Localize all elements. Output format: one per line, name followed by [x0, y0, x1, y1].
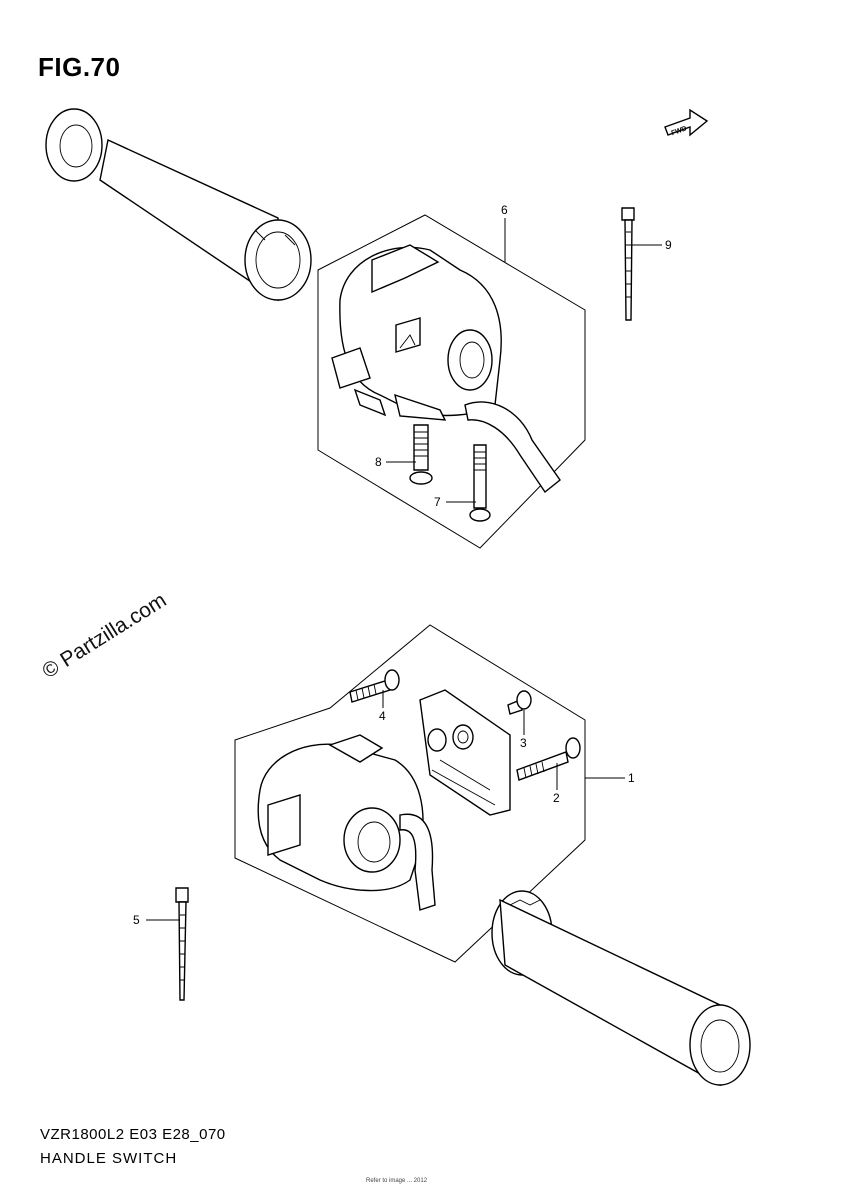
screw-4	[349, 669, 400, 703]
screw-8	[409, 424, 433, 485]
callout-6: 6	[501, 203, 508, 217]
upper-assembly-outline	[317, 214, 586, 549]
screw-2	[516, 737, 581, 781]
lower-assembly-outline	[234, 624, 586, 963]
right-grip-lower	[491, 890, 751, 1087]
fine-print: Refer to image ... 2012	[366, 1178, 428, 1184]
cable-tie-5	[175, 887, 189, 1001]
diagram-code: VZR1800L2 E03 E28_070	[40, 1126, 226, 1143]
diagram-name: HANDLE SWITCH	[40, 1150, 178, 1167]
callout-2: 2	[553, 791, 560, 805]
callout-3: 3	[520, 736, 527, 750]
callout-4: 4	[379, 709, 386, 723]
screw-7	[469, 444, 491, 522]
callout-8: 8	[375, 455, 382, 469]
left-grip-upper	[45, 108, 312, 302]
cable-tie-9	[621, 207, 635, 321]
callout-1: 1	[628, 771, 635, 785]
fwd-arrow-icon: FWD	[664, 108, 709, 137]
right-switch-housing	[331, 244, 561, 494]
callout-5: 5	[133, 913, 140, 927]
switch-bracket	[419, 689, 511, 816]
callout-9: 9	[665, 238, 672, 252]
figure-title: FIG.70	[38, 52, 121, 82]
callout-7: 7	[434, 495, 441, 509]
left-switch-housing	[257, 734, 436, 911]
screw-3	[507, 690, 532, 715]
